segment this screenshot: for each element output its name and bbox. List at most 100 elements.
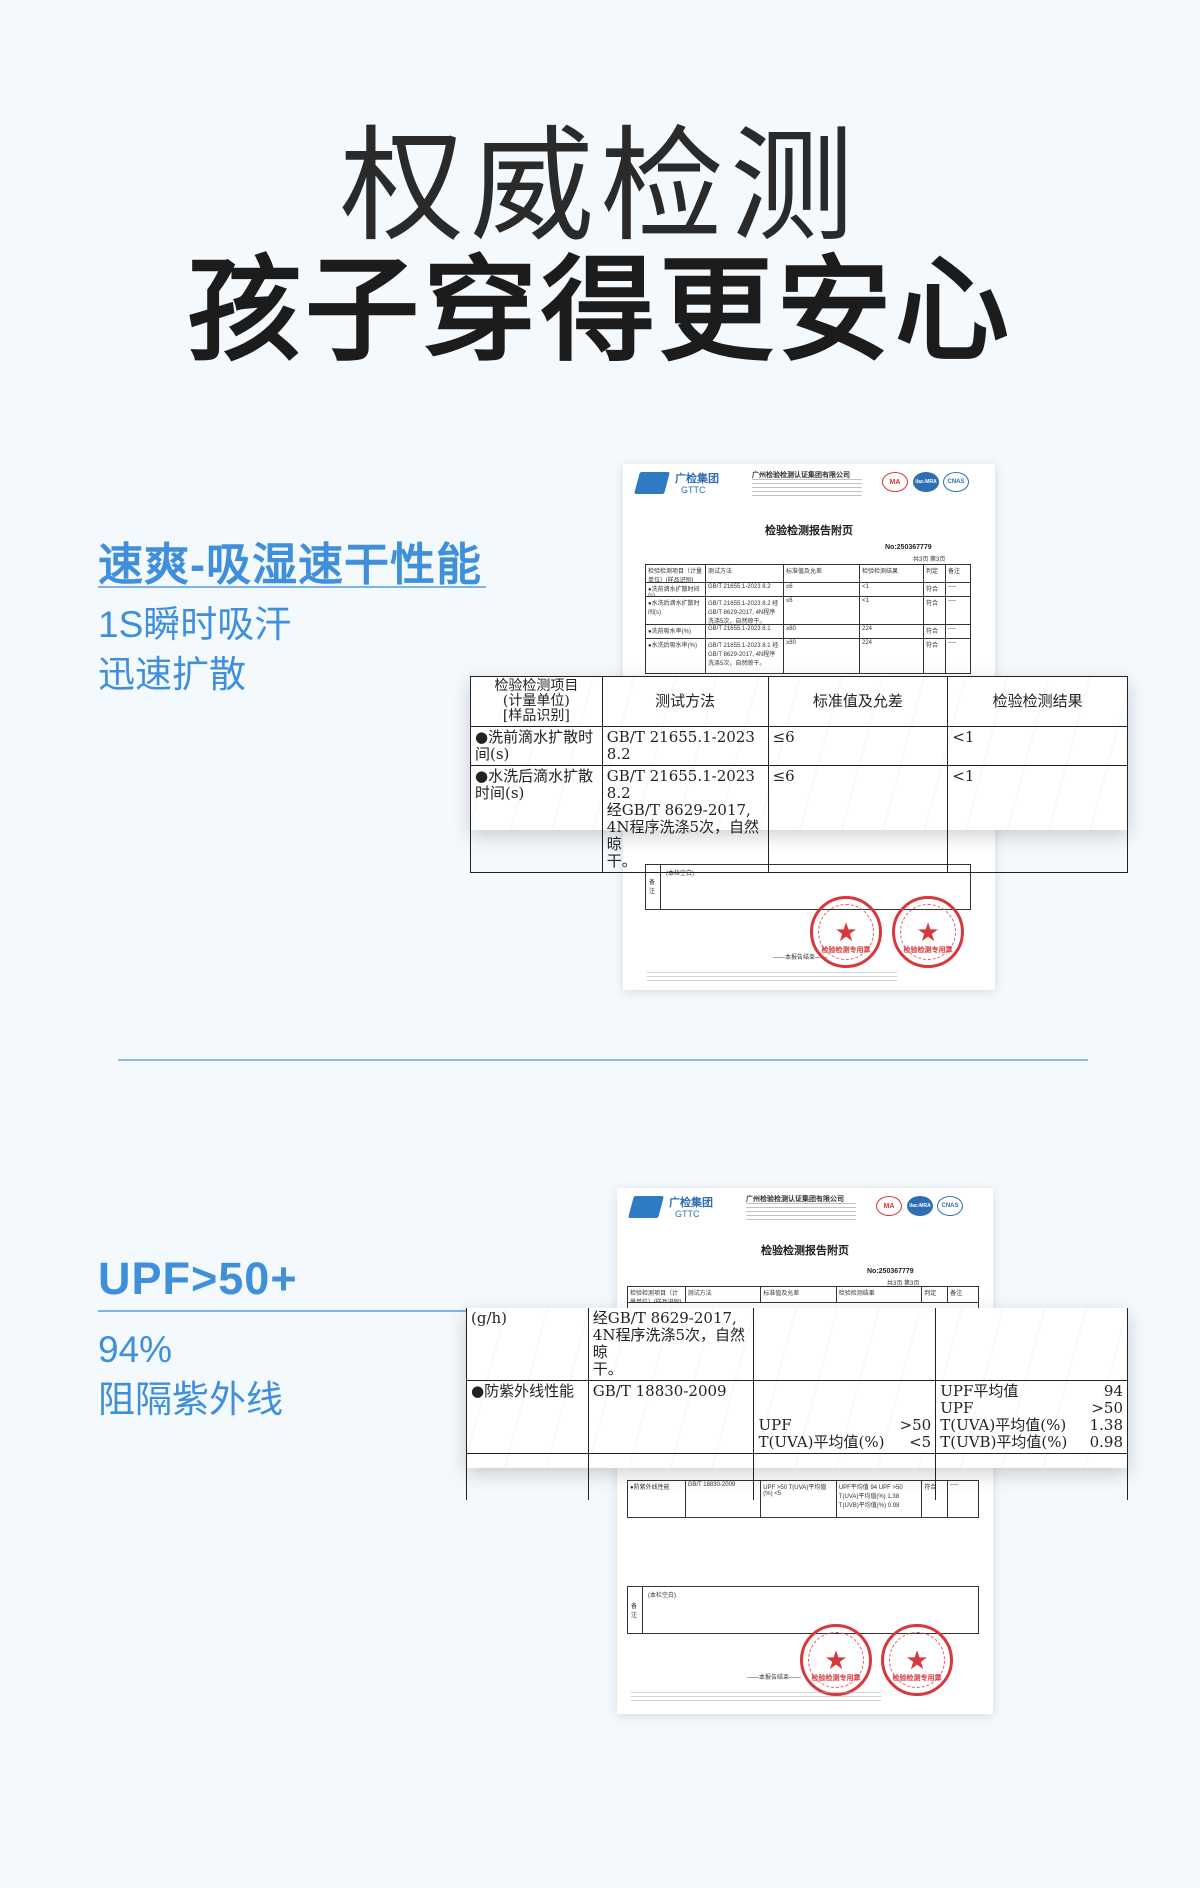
red-stamp-icon: ★ 检验检测专用章: [892, 896, 964, 968]
standard-label: T(UVA)平均值(%): [758, 1433, 885, 1451]
table-cell: GB/T 21655.1-2023 8.1 经GB/T 8629-2017, 4…: [706, 639, 784, 673]
table-header-cell: 测试方法: [686, 1287, 762, 1302]
table-header-cell: 检验检测结果: [837, 1287, 923, 1302]
org-name: 广州检验检测认证集团有限公司: [746, 1196, 844, 1203]
table-cell: 符合: [924, 639, 946, 673]
table-cell: GB/T 21655.1-2023 8.2 经GB/T 8629-2017, 4…: [706, 597, 784, 624]
method-line: 经GB/T 8629-2017,: [606, 801, 751, 819]
method-line: 干。: [606, 852, 637, 870]
zoomed-row: ●水洗后滴水扩散时间(s) GB/T 21655.1-2023 8.2 经GB/…: [470, 765, 1128, 873]
hero-subtitle: 孩子穿得更安心: [186, 244, 1013, 377]
gttc-logo-sub: GTTC: [681, 485, 706, 495]
table-cell: ----: [948, 626, 956, 632]
result-value: 94: [1103, 1382, 1123, 1400]
header-line: (计量单位): [502, 693, 570, 709]
zoomed-row: ●洗前滴水扩散时间(s) GB/T 21655.1-2023 8.2 ≤6 <1: [470, 726, 1128, 766]
remark-label: 备注: [649, 880, 656, 895]
zoomed-cell-result: <1: [947, 765, 1128, 873]
red-stamp-icon: ★ 检验检测专用章: [800, 1624, 872, 1696]
method-line: 4N程序洗涤5次，自然晾: [592, 1326, 745, 1361]
gttc-logo-text: 广检集团: [669, 1197, 713, 1209]
feature-underline: [98, 586, 486, 588]
table-cell: ●洗前吸水率(%): [646, 625, 706, 638]
report-title: 检验检测报告附页: [761, 1245, 849, 1257]
table-row: ●水洗后滴水扩散时间(s) GB/T 21655.1-2023 8.2 经GB/…: [646, 597, 970, 625]
report-end-text: ——本报告结束——: [773, 955, 828, 961]
method-line: 4N程序洗涤5次，自然晾: [606, 818, 759, 853]
report-header: 广检集团 GTTC 广州检验检测认证集团有限公司 MA ilac-MRA CNA…: [628, 1194, 979, 1226]
zoomed-cell-empty: [587, 1453, 755, 1500]
section-divider: [118, 1059, 1088, 1061]
result-label: UPF平均值: [940, 1382, 1019, 1400]
stamp-text: 检验检测专用章: [811, 1675, 861, 1682]
table-cell: ●洗前滴水扩散时间(s): [646, 583, 706, 596]
table-row: ●洗前滴水扩散时间(s) GB/T 21655.1-2023 8.2 ≤6 <1…: [646, 583, 970, 597]
stamp-text: 检验检测专用章: [903, 947, 953, 954]
zoomed-cell-standard: [753, 1308, 937, 1381]
table-cell: GB/T 21655.1-2023 8.2: [706, 583, 784, 596]
result-value: 0.98: [1089, 1433, 1123, 1451]
method-line: GB/T 21655.1-2023 8.2: [606, 767, 755, 802]
result-label: T(UVB)平均值(%): [940, 1433, 1068, 1451]
feature-desc-line: 1S瞬时吸汗: [98, 604, 292, 645]
table-header-cell: 标准值及允差: [784, 565, 860, 582]
red-stamp-icon: ★ 检验检测专用章: [810, 896, 882, 968]
zoomed-cell-method: GB/T 21655.1-2023 8.2: [601, 726, 769, 766]
zoomed-header-standard: 标准值及允差: [767, 676, 949, 727]
table-cell: 224: [860, 625, 924, 638]
table-header-cell: 判定: [924, 565, 946, 582]
org-address-lines: [746, 1203, 856, 1223]
table-header-cell: 判定: [922, 1287, 949, 1302]
table-header-row: 检验检测项目（计量单位）[样品识别] 测试方法 标准值及允差 检验检测结果 判定…: [646, 565, 970, 583]
report-table: 检验检测项目（计量单位）[样品识别] 测试方法 标准值及允差 检验检测结果 判定…: [645, 564, 971, 674]
feature-underline: [98, 1310, 468, 1312]
zoomed-cell-empty: [935, 1453, 1128, 1500]
zoomed-header-item: 检验检测项目 (计量单位) [样品识别]: [470, 676, 603, 727]
zoomed-header-method: 测试方法: [601, 676, 769, 727]
zoomed-cell-item: ●防紫外线性能: [466, 1380, 589, 1454]
table-cell: ●水洗后滴水扩散时间(s): [646, 597, 706, 624]
table-cell: GB/T 21655.1-2023 8.1: [706, 625, 784, 638]
ma-badge-icon: MA: [882, 472, 908, 492]
red-stamp-icon: ★ 检验检测专用章: [881, 1624, 953, 1696]
table-cell: ●水洗后吸水率(%): [646, 639, 706, 673]
table-header-cell: 检验检测结果: [860, 565, 924, 582]
table-row: ●水洗后吸水率(%) GB/T 21655.1-2023 8.1 经GB/T 8…: [646, 639, 970, 673]
table-row: ●洗前吸水率(%) GB/T 21655.1-2023 8.1 ≥80 224 …: [646, 625, 970, 639]
table-header-cell: 标准值及允差: [761, 1287, 837, 1302]
gttc-logo-text: 广检集团: [675, 473, 719, 485]
feature-desc-upf: 94% 阻隔紫外线: [98, 1325, 283, 1425]
zoomed-cell-item: ●洗前滴水扩散时间(s): [470, 726, 603, 766]
standard-value: <5: [909, 1433, 932, 1451]
standard-label: UPF: [758, 1416, 792, 1434]
org-address-lines: [752, 479, 862, 499]
ma-badge-icon: MA: [876, 1196, 902, 1216]
zoomed-cell-method: 经GB/T 8629-2017, 4N程序洗涤5次，自然晾 干。: [587, 1308, 755, 1381]
stamp-text: 检验检测专用章: [892, 1675, 942, 1682]
zoomed-cell-standard: UPF >50 T(UVA)平均值(%) <5: [753, 1380, 937, 1454]
result-line: T(UVB)平均值(%) 0.98: [940, 1434, 1123, 1451]
method-line: 干。: [592, 1360, 623, 1378]
result-label: UPF: [940, 1399, 974, 1417]
feature-desc-line: 94%: [98, 1329, 173, 1370]
table-header-cell: 备注: [948, 569, 961, 575]
table-cell: ----: [948, 640, 956, 646]
header-line: [样品识别]: [502, 708, 570, 724]
table-cell: ≤6: [784, 583, 860, 596]
gttc-logo-icon: [628, 1196, 664, 1218]
table-header-cell: 检验检测项目（计量单位）[样品识别]: [646, 565, 706, 582]
table-cell: <1: [860, 597, 924, 624]
zoomed-cell-method: GB/T 21655.1-2023 8.2 经GB/T 8629-2017, 4…: [601, 765, 769, 873]
zoomed-cell-method: GB/T 18830-2009: [587, 1380, 755, 1454]
table-header-row: 检验检测项目（计量单位）[样品识别] 测试方法 标准值及允差 检验检测结果 判定…: [628, 1287, 978, 1303]
table-header-cell: 检验检测项目（计量单位）[样品识别]: [628, 1287, 686, 1302]
standard-value: >50: [899, 1416, 932, 1434]
report-title: 检验检测报告附页: [765, 525, 853, 537]
table-cell: ----: [948, 598, 956, 604]
hero-title: 权威检测: [339, 115, 860, 259]
zoomed-header-result: 检验检测结果: [947, 676, 1128, 727]
table-header-cell: 测试方法: [706, 565, 784, 582]
remark-label: 备注: [631, 1604, 638, 1619]
remark-divider: [660, 865, 661, 909]
zoomed-cell-standard: ≤6: [767, 765, 949, 873]
